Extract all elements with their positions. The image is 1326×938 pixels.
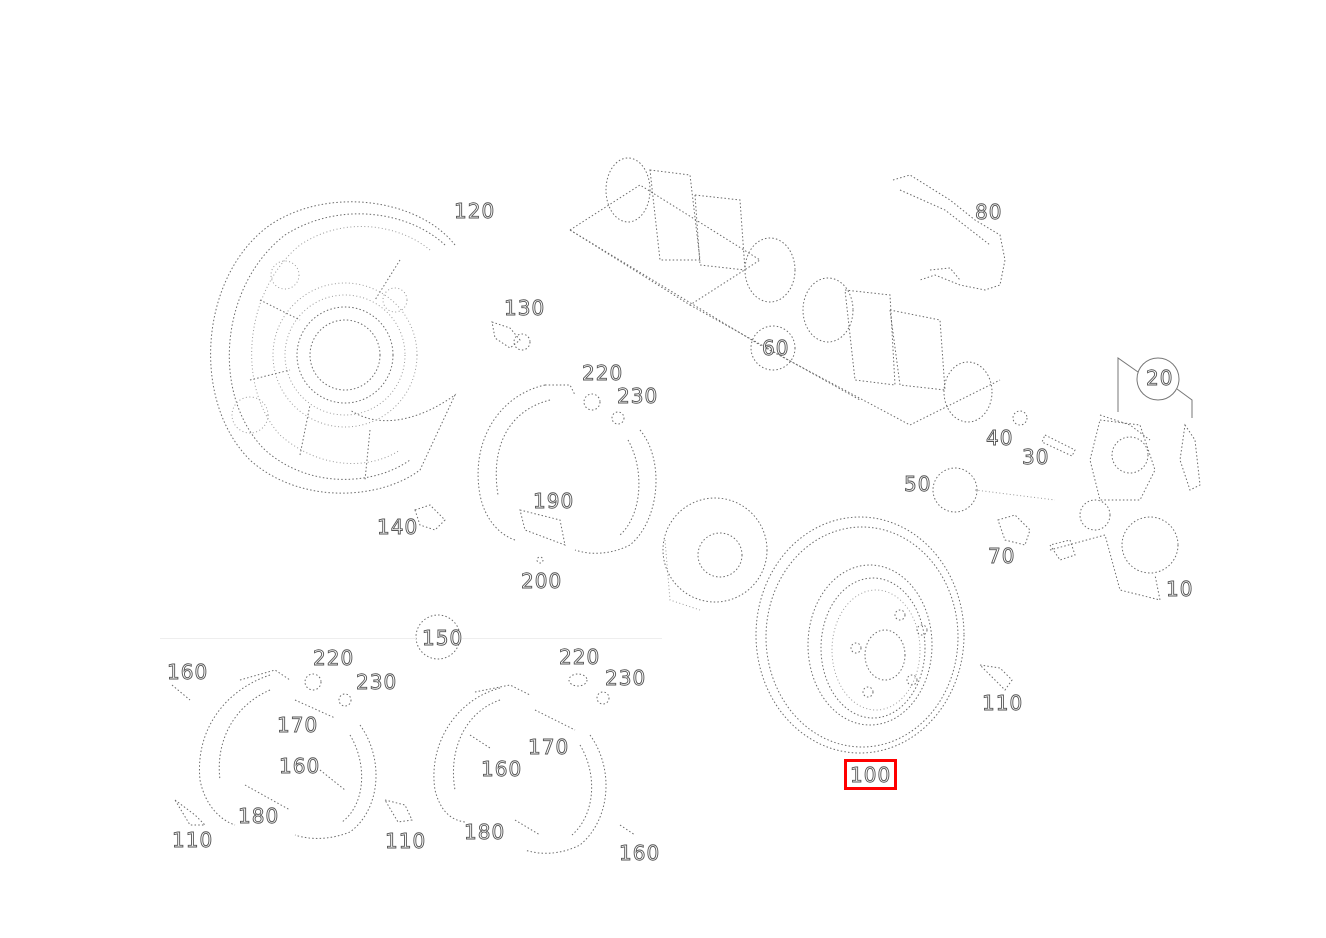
section-divider-right [462,638,662,639]
part-label-160[interactable]: 160 [481,757,523,781]
part-label-230[interactable]: 230 [617,384,659,408]
dust-shield-part-120 [210,201,457,494]
part-label-60[interactable]: 60 [762,336,790,360]
bolt-part-40 [1012,410,1028,426]
part-label-130[interactable]: 130 [504,296,546,320]
part-label-150[interactable]: 150 [422,626,464,650]
bolt-part-30 [1041,434,1076,457]
part-label-50[interactable]: 50 [904,472,932,496]
wheel-hub [662,497,768,611]
part-label-160[interactable]: 160 [619,841,661,865]
part-label-110[interactable]: 110 [982,691,1024,715]
brake-pads-part-60 [569,157,1001,426]
part-label-200[interactable]: 200 [521,569,563,593]
part-label-100-highlighted[interactable]: 100 [844,759,898,790]
part-label-190[interactable]: 190 [533,489,575,513]
callout-part-150 [415,614,461,660]
part-label-160[interactable]: 160 [167,660,209,684]
bolt-part-50 [932,467,1056,513]
brake-shoes-lower-left [171,669,413,839]
screw-part-110 [978,664,1013,691]
clip-part-140 [414,504,446,531]
bolt-part-130 [491,321,531,351]
part-label-160[interactable]: 160 [279,754,321,778]
brake-disc-part-100 [755,516,965,754]
part-label-70[interactable]: 70 [988,544,1016,568]
part-label-220[interactable]: 220 [582,361,624,385]
part-label-180[interactable]: 180 [238,804,280,828]
part-label-220[interactable]: 220 [313,646,355,670]
part-label-10[interactable]: 10 [1166,577,1194,601]
wear-sensor-part-80 [892,174,1006,291]
part-label-180[interactable]: 180 [464,820,506,844]
part-label-110[interactable]: 110 [385,829,427,853]
part-label-140[interactable]: 140 [377,515,419,539]
part-label-120[interactable]: 120 [454,199,496,223]
section-divider-left [160,638,416,639]
parking-brake-shoes-upper [477,384,657,564]
part-label-30[interactable]: 30 [1022,445,1050,469]
part-label-110[interactable]: 110 [172,828,214,852]
part-label-20[interactable]: 20 [1146,366,1174,390]
part-label-220[interactable]: 220 [559,645,601,669]
caliper-part-10 [1049,414,1201,601]
brake-shoes-lower-right [433,673,636,854]
part-label-230[interactable]: 230 [356,670,398,694]
nut-part-70 [997,514,1031,546]
part-label-80[interactable]: 80 [975,200,1003,224]
part-label-230[interactable]: 230 [605,666,647,690]
part-label-170[interactable]: 170 [277,713,319,737]
part-label-170[interactable]: 170 [528,735,570,759]
part-label-40[interactable]: 40 [986,426,1014,450]
callout-part-20 [1117,357,1193,418]
